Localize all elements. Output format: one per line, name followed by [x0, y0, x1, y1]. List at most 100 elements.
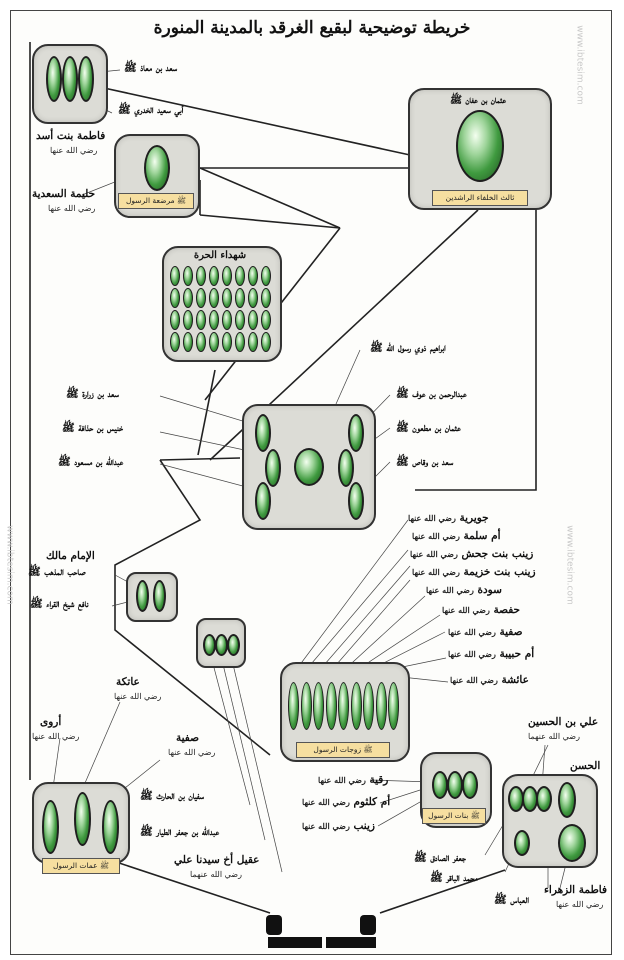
honorific-icon: ﷺ	[177, 196, 187, 205]
grave	[325, 682, 337, 730]
label-hasan: الحسن	[570, 760, 601, 772]
grave	[350, 682, 362, 730]
grave	[170, 266, 180, 286]
gate-icon	[266, 915, 282, 935]
grave	[222, 332, 232, 352]
grave	[196, 310, 206, 330]
grave	[136, 580, 149, 612]
grave	[261, 288, 271, 308]
label-umm-salama: أم سلمة رضي الله عنها	[412, 530, 501, 542]
label-sufyan: سفيان بن الحارث ﷺ	[140, 790, 204, 802]
label-saad-zurara: سعد بن زرارة ﷺ	[66, 388, 119, 400]
honorific-icon: ﷺ	[470, 811, 480, 820]
grave	[462, 771, 478, 799]
label-aqil-sub: رضي الله عنهما	[190, 870, 242, 879]
label-zainab-jahsh: زينب بنت جحش رضي الله عنها	[410, 548, 534, 560]
grave	[447, 771, 463, 799]
label-fatima-asad: فاطمة بنت أسد	[36, 130, 106, 142]
watermark-text: www.ibtesim.com	[4, 525, 15, 605]
grave	[265, 449, 281, 487]
grave	[235, 288, 245, 308]
grave	[255, 482, 271, 520]
plaque-aunts: ﷺ عمات الرسول	[42, 858, 120, 874]
grave	[235, 266, 245, 286]
watermark-text: www.ibtesim.com	[564, 525, 575, 605]
label-aqil: عقيل أخ سيدنا علي	[174, 854, 260, 866]
label-halima: حليمة السعدية	[32, 188, 96, 200]
grave	[209, 288, 219, 308]
label-juwairiya: جويرية رضي الله عنها	[408, 512, 489, 524]
label-safiya-sub: رضي الله عنها	[168, 748, 216, 757]
honorific-icon: ﷺ	[99, 861, 110, 870]
label-khunais: خنيس بن حذافة ﷺ	[62, 422, 124, 434]
grave	[227, 634, 240, 656]
label-saad-waqqas: سعد بن وقاص ﷺ	[396, 456, 454, 468]
grave	[222, 266, 232, 286]
grave	[144, 145, 170, 191]
label-sawda: سودة رضي الله عنها	[426, 584, 502, 596]
grave-uthman	[456, 110, 504, 182]
label-abdulrahman: عبدالرحمن بن عوف ﷺ	[396, 388, 467, 400]
map-title: خريطة توضيحية لبقيع الغرقد بالمدينة المن…	[153, 18, 471, 38]
grave	[222, 310, 232, 330]
label-nafi: نافع شيخ القراء ﷺ	[30, 598, 89, 610]
label-abu-said: أبي سعيد الخدري ﷺ	[118, 104, 184, 116]
grave	[170, 332, 180, 352]
label-abbas: العباس ﷺ	[494, 894, 530, 906]
label-saad-muadh: سعد بن معاذ ﷺ	[124, 62, 178, 74]
grave	[196, 266, 206, 286]
label-malik-2: صاحب المذهب ﷺ	[28, 566, 86, 578]
grave	[514, 830, 530, 856]
grave	[288, 682, 299, 730]
grave	[183, 288, 193, 308]
grave	[388, 682, 399, 730]
label-arwa-sub: رضي الله عنها	[32, 732, 80, 741]
grave	[222, 288, 232, 308]
grave	[338, 449, 354, 487]
label-hafsa: حفصة رضي الله عنها	[442, 604, 521, 616]
grave	[209, 332, 219, 352]
label-ali-hussain-sub: رضي الله عنهما	[528, 732, 580, 741]
label-ali-hussain: علي بن الحسين	[528, 716, 599, 728]
label-zainab: زينب رضي الله عنها	[302, 820, 375, 832]
label-ibrahim: ابراهيم ذوي رسول الله ﷺ	[370, 342, 446, 354]
box-malik	[126, 572, 178, 622]
grave	[348, 482, 364, 520]
grave	[153, 580, 166, 612]
label-atika: عاتكة	[116, 676, 140, 688]
grave	[248, 310, 258, 330]
grave	[558, 782, 576, 818]
honorific-icon: ﷺ	[449, 95, 463, 106]
grave	[46, 56, 62, 102]
grave-ibrahim	[294, 448, 324, 486]
grave	[170, 310, 180, 330]
honorific-icon: ﷺ	[363, 745, 373, 754]
label-halima-sub: رضي الله عنها	[48, 204, 96, 213]
uthman-name-label: عثمان بن عفان ﷺ	[449, 95, 507, 106]
grave	[78, 56, 94, 102]
grave	[313, 682, 324, 730]
grave	[261, 310, 271, 330]
label-safiya-wife: صفية رضي الله عنها	[448, 626, 523, 638]
label-fatima-asad-sub: رضي الله عنها	[50, 146, 98, 155]
grave	[255, 414, 271, 452]
label-umm-habiba: أم حبيبة رضي الله عنها	[448, 648, 535, 660]
grave	[235, 310, 245, 330]
grave	[248, 332, 258, 352]
grave	[338, 682, 349, 730]
label-abdullah-jafar: عبدالله بن جعفر الطيار ﷺ	[140, 826, 220, 838]
grave	[62, 56, 78, 102]
label-fatima-zahra-sub: رضي الله عنها	[556, 900, 604, 909]
plaque-halima: ﷺ مرضعة الرسول	[118, 193, 194, 209]
label-arwa: أروى	[40, 716, 62, 728]
grave	[196, 288, 206, 308]
grave	[248, 266, 258, 286]
grave	[209, 310, 219, 330]
grave	[375, 682, 387, 730]
label-safiya: صفية	[176, 732, 200, 744]
grave	[196, 332, 206, 352]
martyrs-label: شهداء الحرة	[193, 250, 247, 261]
plaque-daughters: ﷺ بنات الرسول	[422, 808, 486, 824]
